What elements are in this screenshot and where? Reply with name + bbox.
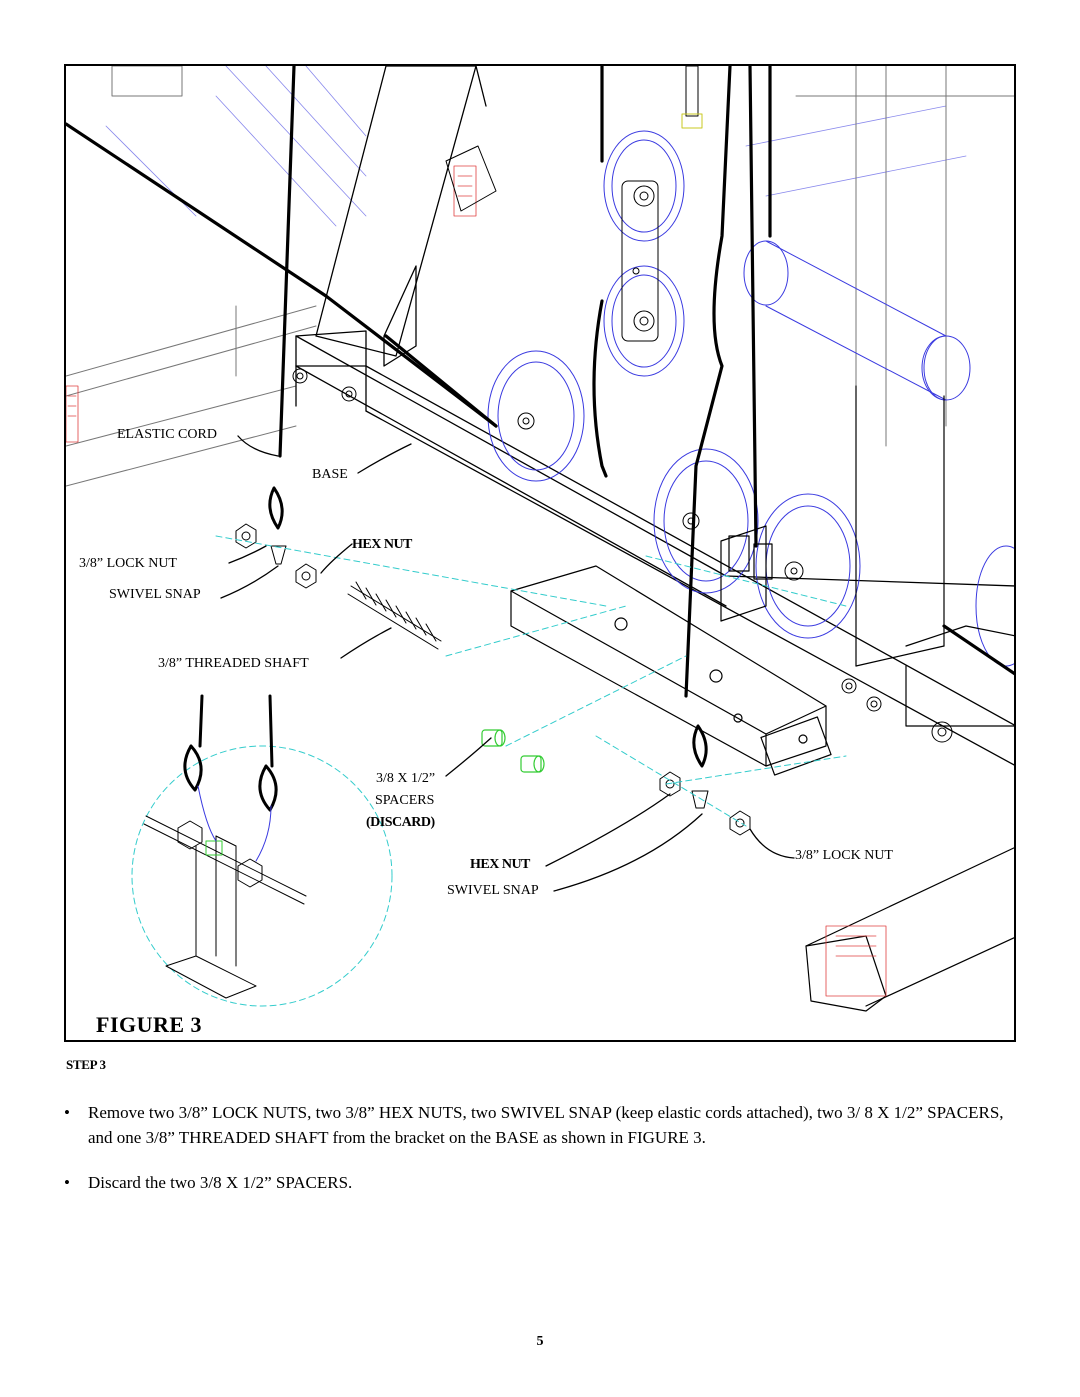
label-base: BASE [312, 467, 348, 482]
base-bracket [510, 525, 832, 776]
label-lock-nut-right: 3/8” LOCK NUT [795, 848, 893, 863]
figure-title: FIGURE 3 [96, 1012, 203, 1037]
instruction-bullet-2: • Discard the two 3/8 X 1/2” SPACERS. [64, 1170, 1024, 1196]
bullet-mark: • [64, 1103, 70, 1122]
instruction-text-1: Remove two 3/8” LOCK NUTS, two 3/8” HEX … [88, 1103, 1004, 1147]
label-threaded-shaft: 3/8” THREADED SHAFT [158, 656, 309, 671]
instruction-text-2: Discard the two 3/8 X 1/2” SPACERS. [88, 1173, 353, 1192]
hidden-lines [105, 66, 967, 227]
label-spacers-size: 3/8 X 1/2” [376, 771, 436, 786]
base-bolts [292, 368, 953, 743]
figure-3-frame: ELASTIC CORD BASE HEX NUT 3/8” LOCK NUT … [64, 64, 1016, 1042]
instruction-bullet-1: • Remove two 3/8” LOCK NUTS, two 3/8” HE… [64, 1100, 1024, 1152]
label-discard: (DISCARD) [366, 815, 435, 830]
left-hardware [235, 486, 317, 589]
roller-pad [743, 240, 971, 401]
cables [66, 66, 1014, 698]
label-spacers: SPACERS [375, 793, 435, 808]
label-elastic-cord: ELASTIC CORD [117, 427, 217, 442]
guide-lines [131, 535, 847, 1007]
upright-right [855, 385, 1014, 727]
label-hex-nut-right: HEX NUT [470, 857, 530, 872]
spacers [481, 729, 545, 773]
lower-beam [805, 847, 1014, 1012]
detail-inset [143, 694, 307, 999]
label-hex-nut-left: HEX NUT [352, 537, 412, 552]
endcap-top [453, 165, 477, 217]
label-swivel-snap-right: SWIVEL SNAP [447, 883, 539, 898]
endcap-left [66, 385, 79, 443]
pulleys [487, 130, 1014, 667]
threaded-shaft [347, 581, 442, 650]
upright-left [315, 66, 487, 367]
step-heading: STEP 3 [66, 1057, 106, 1072]
page-number: 5 [536, 1334, 544, 1349]
label-swivel-snap-left: SWIVEL SNAP [109, 587, 201, 602]
right-hardware [659, 724, 751, 836]
leader-lines [220, 435, 795, 892]
background-frame [66, 66, 1014, 487]
assembly-illustration [66, 66, 1014, 1012]
bullet-mark: • [64, 1173, 70, 1192]
label-lock-nut-left: 3/8” LOCK NUT [79, 556, 177, 571]
